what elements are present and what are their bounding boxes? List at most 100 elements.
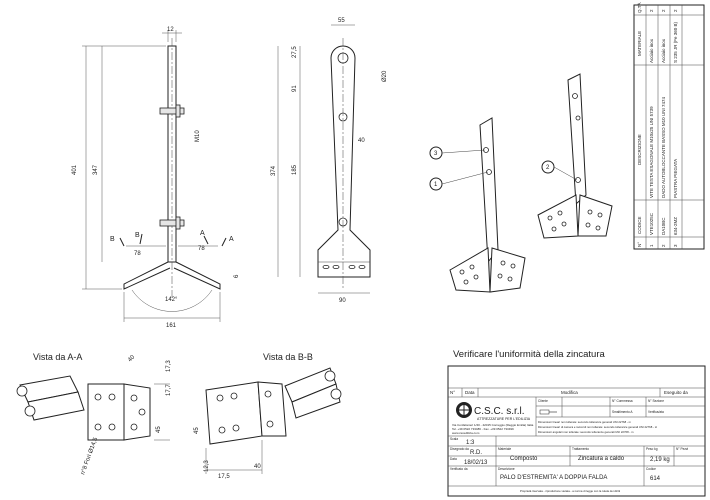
company-web: www.cscedilizia.com — [452, 431, 480, 435]
vista-bb-title: Vista da B-B — [263, 352, 313, 362]
dim-27-5: 27,5 — [292, 46, 298, 58]
tb-sezione-label: N° Sezione — [648, 399, 664, 403]
tb-note-1: Dimensioni lineari non tollerate: second… — [538, 420, 632, 424]
vista-aa-title: Vista da A-A — [33, 352, 82, 362]
dim-12: 12 — [167, 27, 174, 33]
key-icon — [539, 409, 557, 415]
svg-text:3: 3 — [434, 151, 438, 157]
bill-of-materials: N° CODICE DESCRIZIONE MATERIALE Q.TÀ 1 V… — [633, 2, 705, 250]
front-view: 12 401 347 M10 78 78 6 142° 161 B B A A — [72, 27, 240, 329]
tb-col-n: N° — [450, 390, 455, 395]
dim-40: 40 — [358, 138, 365, 144]
dim-m10: M10 — [195, 130, 201, 142]
dim-78-left: 78 — [134, 251, 141, 257]
isometric-view-1 — [449, 117, 526, 293]
tb-peso-label: Peso kg — [646, 447, 658, 451]
bom-row2-n: 2 — [661, 244, 666, 247]
bom-row2-qty: 2 — [661, 9, 666, 12]
tb-cliente-label: Cliente — [538, 399, 548, 403]
tb-footer: Proprietà riservata - riproduzione vieta… — [520, 489, 620, 493]
bom-row2-desc: DADO AUTOBLOCCANTE BASSO M10 UNI 7474 — [661, 97, 666, 198]
bom-row1-mat: Acciaio inox — [649, 38, 654, 63]
aa-hole-note: n°8 Fori Ø14,5 — [80, 436, 99, 475]
tb-note-2: Dimensioni lineari di camera e raccordi … — [538, 425, 657, 429]
bom-row2-mat: Acciaio inox — [661, 38, 666, 63]
tb-descrizione: PALO D'ESTREMITA' A DOPPIA FALDA — [500, 475, 607, 481]
tb-verifica-label: Verifica/ata — [648, 410, 664, 414]
company-phone: Tel. +39 0522 733486 - Fax. +39 0522 733… — [452, 427, 514, 431]
tb-data: 18/02/13 — [464, 460, 488, 466]
tb-disegnato: R.D. — [470, 450, 482, 456]
vista-bb: Vista da B-B 45 12,3 17,5 40 — [194, 352, 342, 480]
bom-row1-qty: 2 — [649, 9, 654, 12]
dim-185: 185 — [292, 164, 298, 175]
bom-header-qty: Q.TÀ — [636, 2, 642, 13]
title-block: N° Data Modifica Eseguito da C.S.C. s.r.… — [447, 365, 706, 497]
tb-codice: 614 — [650, 476, 661, 482]
callout-1: 1 — [429, 171, 489, 191]
aa-dim-40: 40 — [127, 354, 136, 363]
zinc-notice: Verificare l'uniformità della zincatura — [453, 349, 605, 360]
bom-header-n: N° — [637, 242, 642, 247]
company-logo-icon — [456, 402, 472, 418]
company-name: C.S.C. s.r.l. — [474, 406, 525, 417]
tb-commessa-label: N° Commessa — [612, 399, 633, 403]
bom-header-code: CODICE — [637, 216, 642, 234]
dim-90: 90 — [339, 298, 346, 304]
side-view: 55 27,5 Ø20 91 40 374 185 90 — [271, 18, 388, 304]
bom-row3-qty: 2 — [673, 9, 678, 12]
bom-header-mat: MATERIALE — [637, 31, 642, 56]
bb-dim-45: 45 — [194, 427, 200, 434]
isometric-view-2 — [537, 73, 613, 239]
bb-dim-17-5: 17,5 — [218, 474, 230, 480]
aa-dim-45: 45 — [156, 426, 162, 433]
vista-aa: Vista da A-A 40 17,3 17,7 45 n°8 Fori Ø1… — [16, 352, 172, 476]
bom-row3-code: 634-2MZ — [673, 217, 678, 235]
tb-pezzi-label: N° Pezzi — [676, 447, 689, 451]
tb-verificato-label: Verificato da — [450, 467, 468, 471]
tb-peso: 2,19 kg — [650, 457, 670, 463]
section-label-b2: B — [135, 232, 140, 239]
svg-text:1: 1 — [434, 182, 438, 188]
dim-401: 401 — [72, 164, 78, 175]
bom-row1-desc: VITE TESTA ESAGONALE M10x25 UNI 5739 — [649, 106, 654, 198]
bom-row3-mat: S 235 JR (Fe 360 B) — [673, 21, 678, 63]
dim-347: 347 — [93, 164, 99, 175]
section-label-a1: A — [200, 230, 205, 237]
bom-row1-code: VTE1025C — [649, 212, 654, 235]
tb-materiale: Composto — [510, 456, 538, 462]
tb-col-modifica: Modifica — [561, 390, 578, 395]
bom-row2-code: DA10BC — [661, 217, 666, 235]
tb-trattamento: Zincatura a caldo — [578, 456, 625, 462]
bom-row3-n: 3 — [673, 244, 678, 247]
tb-col-eseguito: Eseguito da — [664, 390, 688, 395]
company-address: Via Confalonieri 1/40 - 42015 Correggio … — [452, 423, 534, 427]
dim-161: 161 — [166, 323, 177, 329]
company-sub: ATTREZZATURE PER L'EDILIZIA — [477, 417, 531, 421]
tb-descrizione-label: Descrizione — [498, 467, 515, 471]
dim-142deg: 142° — [165, 297, 178, 303]
tb-scala: 1:3 — [466, 440, 475, 446]
dim-55: 55 — [338, 18, 345, 24]
section-label-a2: A — [229, 236, 234, 243]
section-label-b1: B — [110, 236, 115, 243]
tb-data-label: Data — [450, 457, 457, 461]
dim-374: 374 — [271, 165, 277, 176]
tb-codice-label: Codice — [646, 467, 656, 471]
tb-col-data: Data — [465, 390, 475, 395]
callout-3: 3 — [429, 146, 486, 160]
bb-dim-40: 40 — [254, 464, 261, 470]
callout-2: 2 — [541, 160, 578, 181]
tb-disegnato-label: Disegnato da — [450, 447, 469, 451]
bom-row1-n: 1 — [649, 244, 654, 247]
bb-dim-12-3: 12,3 — [204, 460, 210, 472]
bom-row3-desc: PIASTRA PIEGATA — [673, 159, 678, 198]
svg-text:2: 2 — [546, 165, 550, 171]
tb-scala-label: Scala — [450, 437, 458, 441]
base-holes — [322, 264, 366, 269]
tb-note-3: Dimensioni angolari non tollerate: secon… — [538, 430, 634, 434]
tb-materiale-label: Materiale — [498, 447, 511, 451]
bom-header-desc: DESCRIZIONE — [637, 134, 642, 165]
aa-dim-17-3: 17,3 — [166, 360, 172, 372]
